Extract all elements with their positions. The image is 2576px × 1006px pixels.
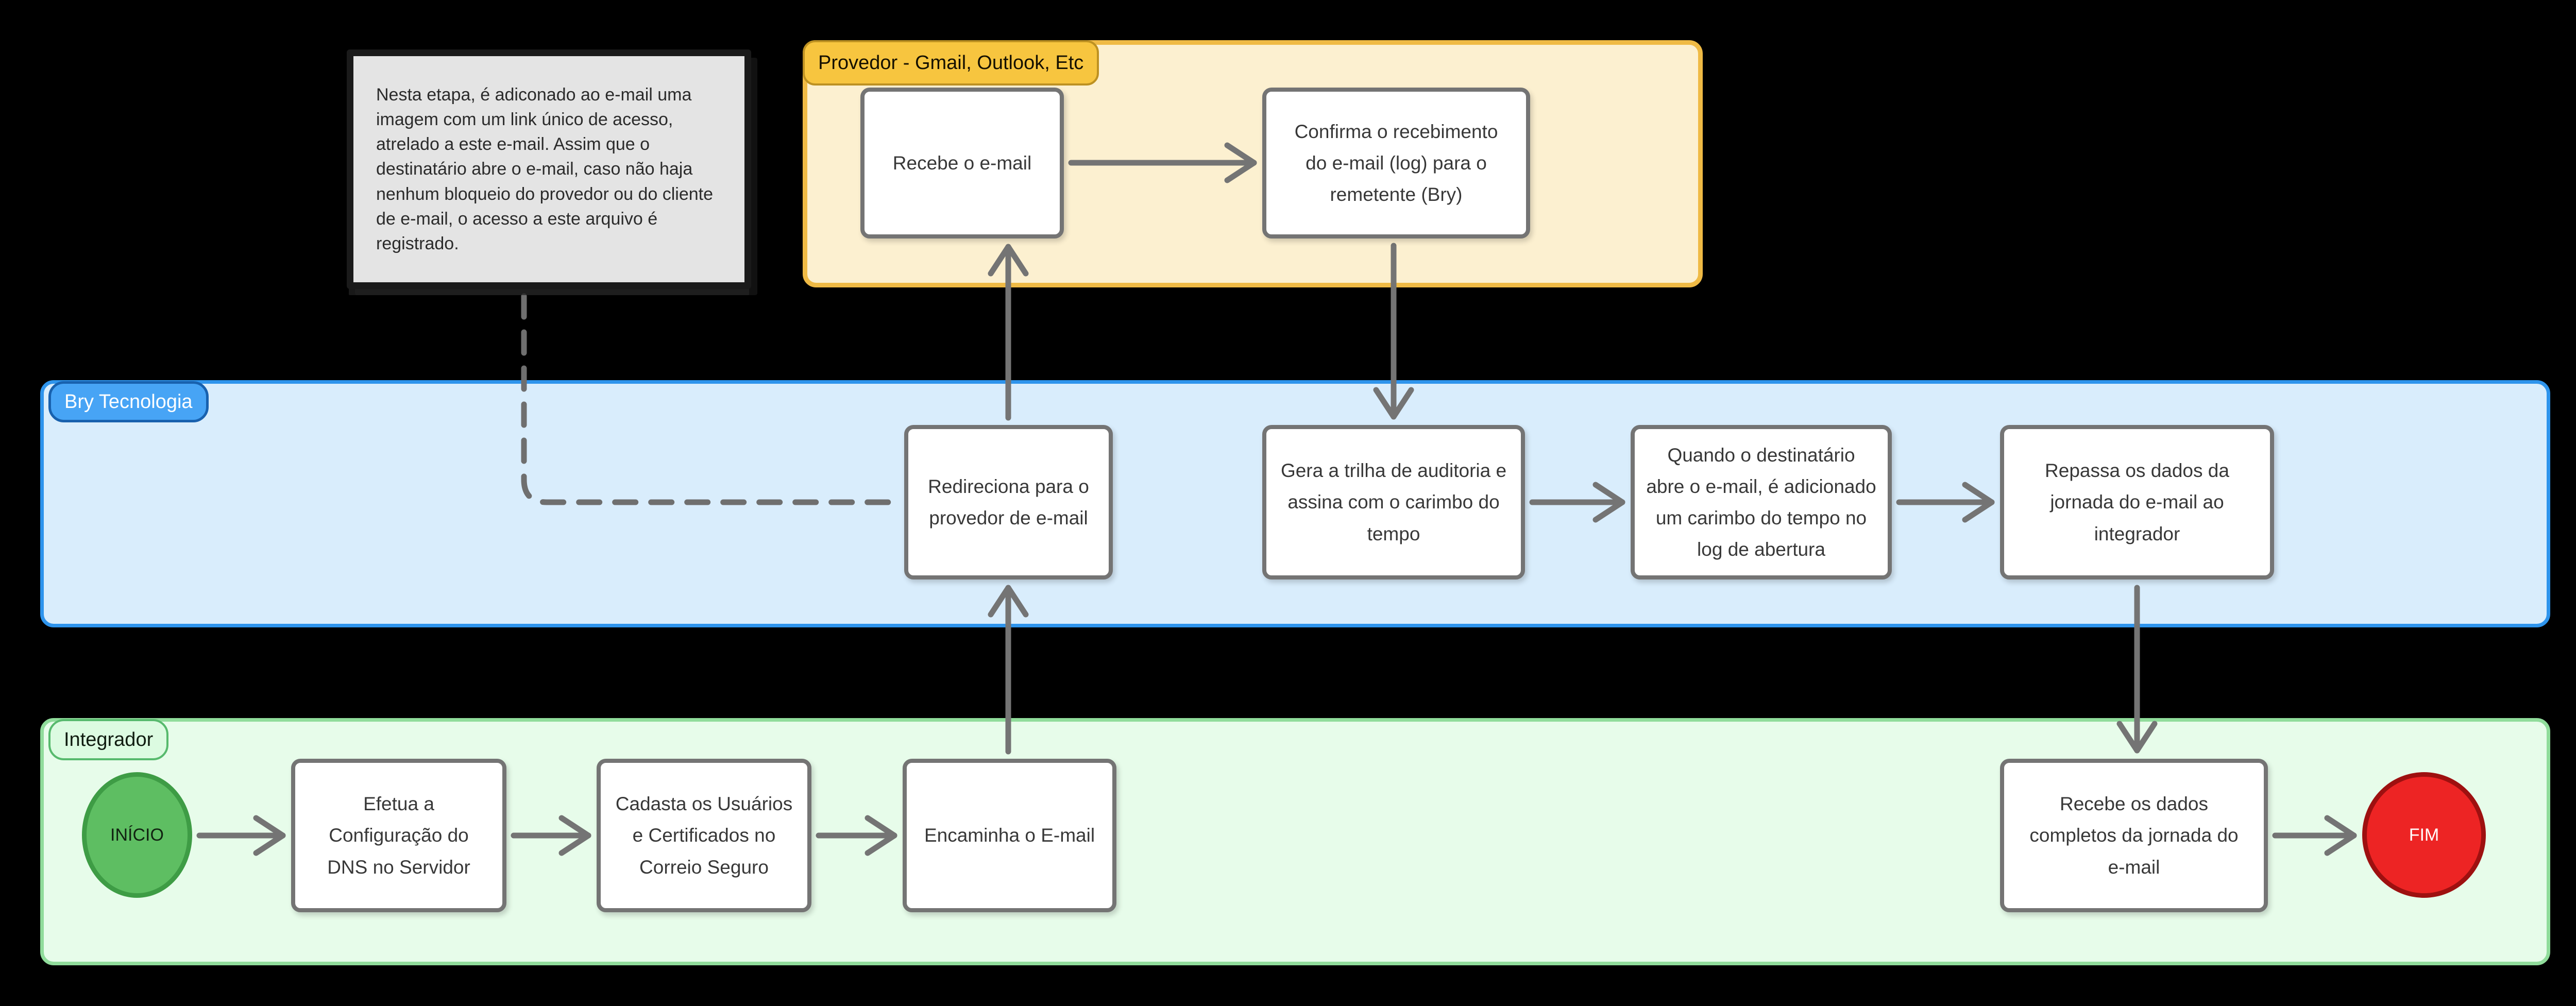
node-recebe-o-email: Recebe o e-mail [860,88,1064,238]
arrowhead-redireciona-recebe [988,244,1029,277]
arrowhead-recebe-confirma [1224,142,1257,183]
arrowhead-quando-repassa [1962,482,1995,523]
arrowhead-cadasta-encaminha [865,815,897,856]
arrowhead-encaminha-redireciona [988,585,1029,618]
end-terminal-fim: FIM [2362,772,2486,898]
node-carimbo-log-abertura: Quando o destinatário abre o e-mail, é a… [1631,425,1892,579]
lane-label-bry-tecnologia: Bry Tecnologia [48,381,209,422]
node-repassa-dados-jornada: Repassa os dados da jornada do e-mail ao… [2000,425,2274,579]
node-configuracao-dns: Efetua a Configuração do DNS no Servidor [291,759,506,912]
start-terminal-inicio: INÍCIO [82,772,192,898]
lane-label-integrador: Integrador [48,719,169,760]
node-confirma-recebimento: Confirma o recebimento do e-mail (log) p… [1262,88,1530,238]
node-gera-trilha-auditoria: Gera a trilha de auditoria e assina com … [1262,425,1525,579]
node-recebe-dados-completos: Recebe os dados completos da jornada do … [2000,759,2268,912]
arrowhead-confirma-gera [1373,387,1414,420]
node-encaminha-email: Encaminha o E-mail [903,759,1116,912]
arrowhead-repassa-recebedados [2116,721,2158,754]
arrowhead-recebedados-fim [2324,815,2357,856]
node-redireciona-provedor: Redireciona para o provedor de e-mail [904,425,1113,579]
node-cadastro-usuarios-certificados: Cadasta os Usuários e Certificados no Co… [597,759,811,912]
note-annotation: Nesta etapa, é adiconado ao e-mail uma i… [347,49,751,289]
dashed-connector-note-to-redireciona [521,293,904,505]
lane-label-provedor: Provedor - Gmail, Outlook, Etc [803,40,1099,86]
arrowhead-gera-quando [1592,482,1625,523]
arrowhead-efetua-cadasta [558,815,591,856]
arrowhead-inicio-efetua [253,815,286,856]
